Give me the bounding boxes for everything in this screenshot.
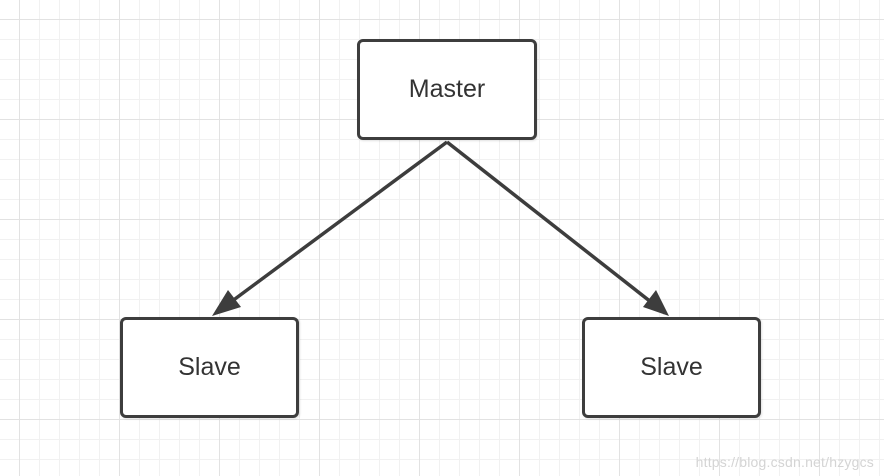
edge-master-to-left-slave[interactable] <box>214 140 449 315</box>
watermark-text: https://blog.csdn.net/hzygcs <box>695 454 874 470</box>
master-node-label: Master <box>408 75 486 103</box>
edge-master-to-right-slave[interactable] <box>445 140 667 315</box>
arrowhead-right <box>643 290 669 316</box>
slave-node-right[interactable]: Slave <box>582 317 761 418</box>
arrowhead-left <box>212 290 241 316</box>
slave-node-left-label: Slave <box>178 353 241 381</box>
master-node[interactable]: Master <box>357 39 537 140</box>
slave-node-right-label: Slave <box>640 353 703 381</box>
slave-node-left[interactable]: Slave <box>120 317 299 418</box>
